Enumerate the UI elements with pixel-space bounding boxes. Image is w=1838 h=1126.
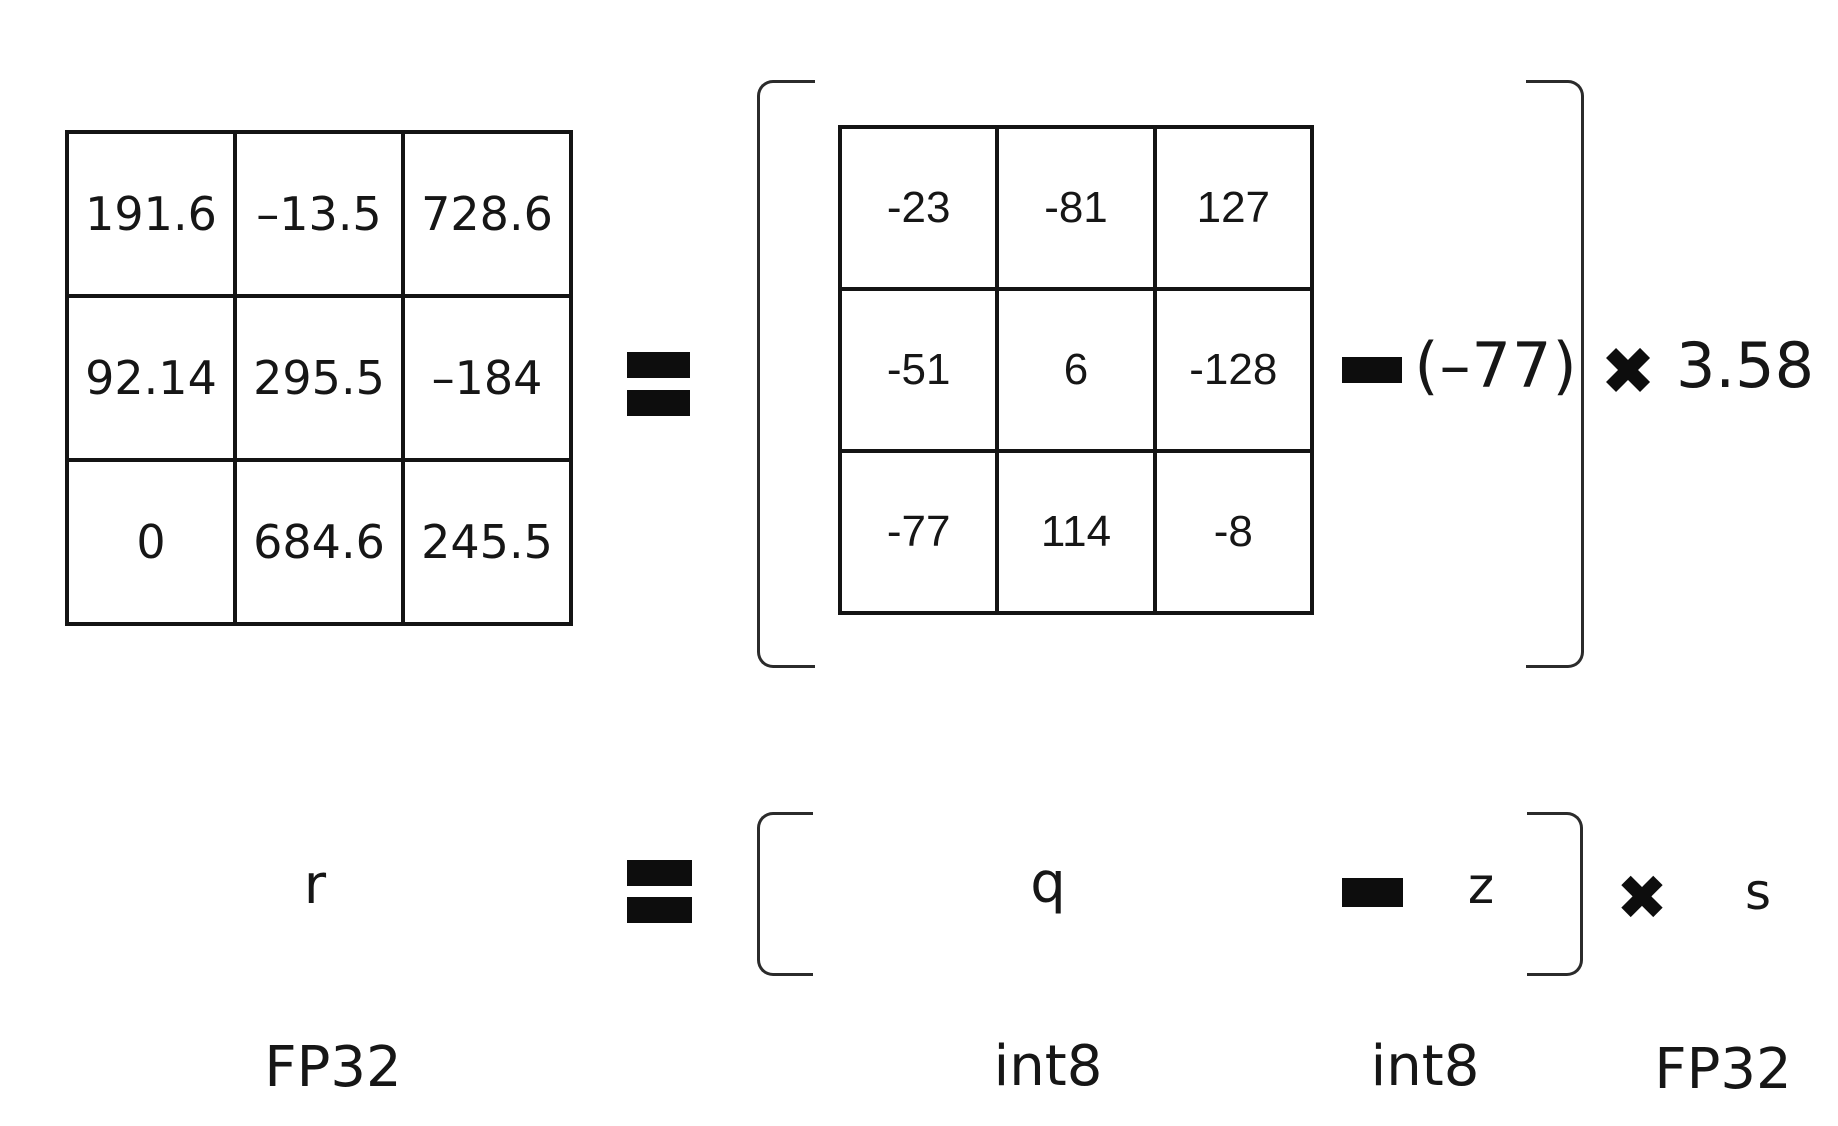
fp32-matrix: 191.6 –13.5 728.6 92.14 295.5 –184 0 684…: [65, 130, 573, 626]
equals-bar: [627, 352, 690, 378]
scale-value: 3.58: [1675, 329, 1815, 402]
open-bracket: [757, 812, 813, 976]
symbol-z: z: [1467, 857, 1495, 915]
matrix-cell: -8: [1156, 453, 1310, 611]
matrix-cell: 191.6: [69, 134, 233, 294]
close-bracket: [1527, 812, 1583, 976]
multiply-icon: ✖: [1616, 861, 1668, 934]
matrix-cell: -51: [842, 291, 996, 449]
matrix-cell: 245.5: [405, 462, 569, 622]
minus-sign: [1342, 357, 1402, 383]
matrix-cell: –184: [405, 298, 569, 458]
matrix-cell: 295.5: [237, 298, 401, 458]
matrix-cell: -23: [842, 129, 996, 287]
matrix-cell: 114: [999, 453, 1153, 611]
matrix-cell: 127: [1156, 129, 1310, 287]
dtype-label-int8: int8: [1370, 1034, 1480, 1099]
matrix-cell: -128: [1156, 291, 1310, 449]
equals-bar: [627, 390, 690, 416]
int8-matrix: -23 -81 127 -51 6 -128 -77 114 -8: [838, 125, 1314, 615]
matrix-cell: -77: [842, 453, 996, 611]
matrix-cell: 684.6: [237, 462, 401, 622]
equals-sign: [627, 860, 692, 923]
zero-point-value: (–77): [1414, 329, 1578, 402]
equals-sign: [627, 352, 690, 416]
close-bracket: [1526, 80, 1584, 668]
dtype-label-fp32: FP32: [1654, 1037, 1792, 1102]
matrix-cell: –13.5: [237, 134, 401, 294]
minus-sign: [1342, 878, 1403, 907]
open-bracket: [757, 80, 815, 668]
symbol-s: s: [1744, 863, 1772, 921]
symbol-r: r: [303, 853, 327, 916]
dtype-label-fp32: FP32: [264, 1035, 402, 1100]
matrix-cell: 92.14: [69, 298, 233, 458]
matrix-cell: -81: [999, 129, 1153, 287]
symbol-q: q: [1030, 851, 1066, 916]
matrix-cell: 728.6: [405, 134, 569, 294]
matrix-cell: 6: [999, 291, 1153, 449]
matrix-cell: 0: [69, 462, 233, 622]
dtype-label-int8: int8: [993, 1034, 1103, 1099]
multiply-icon: ✖: [1600, 333, 1656, 410]
equals-bar: [627, 860, 692, 886]
equals-bar: [627, 897, 692, 923]
